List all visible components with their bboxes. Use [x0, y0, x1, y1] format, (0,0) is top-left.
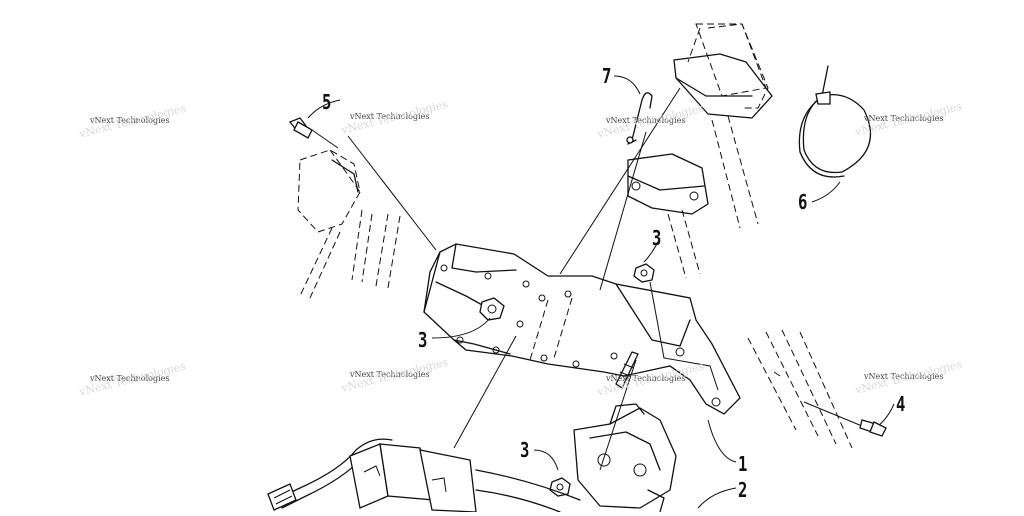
- callout-7: 7: [602, 64, 612, 88]
- ignition-coil: [297, 149, 361, 233]
- watermark: vNext Technologies: [350, 370, 430, 379]
- bolt-4: [859, 419, 887, 437]
- watermark: vNext Technologies: [350, 112, 430, 121]
- callout-5: 5: [322, 90, 332, 114]
- watermark: vNext Technologies: [864, 372, 944, 381]
- callout-3-left: 3: [418, 328, 428, 352]
- mounting-bracket: [423, 243, 741, 415]
- watermark: vNext Technologies: [606, 116, 686, 125]
- electronic-module: [573, 403, 677, 513]
- bolt-5: [288, 117, 339, 149]
- middle-relay-box: [627, 153, 709, 215]
- leader-lines: [347, 87, 863, 471]
- nut-top: [633, 263, 655, 283]
- callout-leaders: [307, 75, 895, 509]
- wire-harness: [267, 438, 581, 513]
- nut-left: [435, 281, 505, 321]
- hook-pin: [626, 92, 653, 145]
- callout-2: 2: [738, 478, 748, 502]
- nut-bottom: [549, 477, 571, 497]
- stud: [615, 351, 639, 389]
- watermark: vNext Technologies: [90, 374, 170, 383]
- watermark: vNext Technologies: [606, 374, 686, 383]
- callout-1: 1: [738, 452, 748, 476]
- watermark: vNext Technologies: [864, 114, 944, 123]
- cable-tie: [798, 65, 872, 178]
- upper-relay-box: [673, 23, 773, 119]
- callout-3-bottom: 3: [520, 438, 530, 462]
- callout-3-top: 3: [652, 226, 662, 250]
- watermark: vNext Technologies: [90, 116, 170, 125]
- callout-6: 6: [798, 190, 808, 214]
- callout-4: 4: [896, 392, 906, 416]
